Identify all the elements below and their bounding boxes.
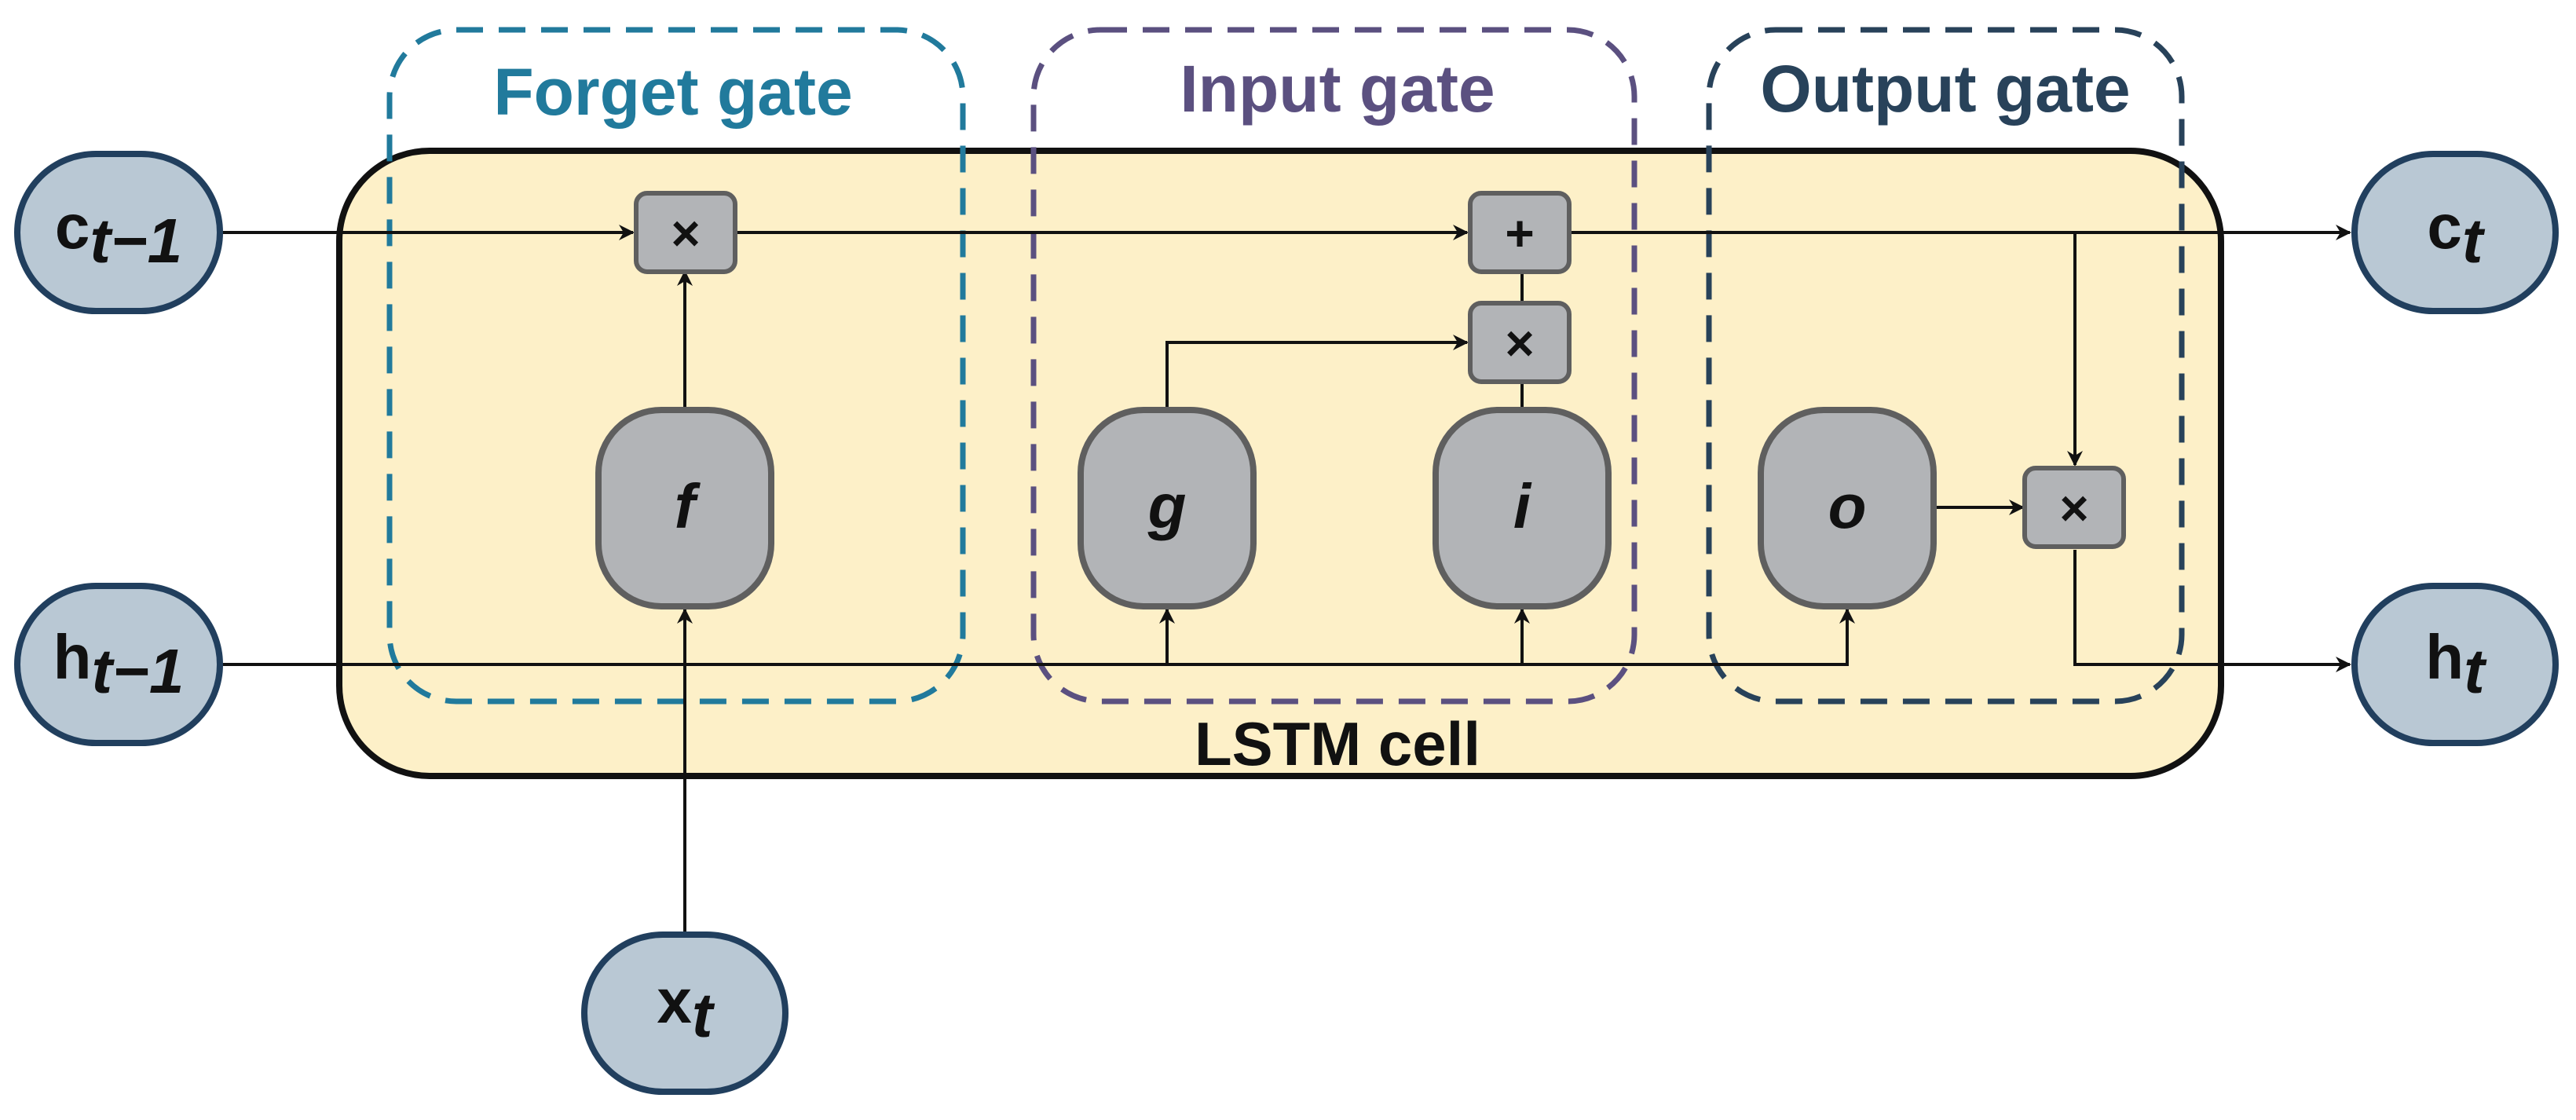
- input-gate-region: [1030, 27, 1637, 705]
- forget-multiply-op: ×: [634, 191, 737, 274]
- svg-text:ht: ht: [2425, 622, 2487, 706]
- add-op: +: [1468, 191, 1572, 274]
- output-gate-title: Output gate: [1760, 52, 2130, 126]
- svg-text:×: ×: [671, 205, 700, 262]
- lstm-cell-label: LSTM cell: [1195, 709, 1480, 778]
- wire-g-to-input-multiply: [1165, 335, 1469, 407]
- f-node: f: [595, 407, 774, 609]
- svg-text:+: +: [1505, 205, 1534, 262]
- i-node: i: [1433, 407, 1612, 609]
- svg-text:i: i: [1513, 471, 1532, 541]
- input-gate-title: Input gate: [1180, 52, 1495, 126]
- lstm-cell-box: [336, 148, 2224, 779]
- c-prev-node: ct−1: [14, 151, 223, 314]
- x-node: xt: [581, 932, 789, 1095]
- svg-text:o: o: [1828, 471, 1867, 541]
- svg-text:xt: xt: [657, 966, 715, 1050]
- input-multiply-op: ×: [1468, 301, 1572, 384]
- svg-text:g: g: [1147, 471, 1187, 541]
- h-node: ht: [2351, 583, 2559, 746]
- forget-gate-region: [386, 27, 966, 705]
- output-multiply-op: ×: [2022, 466, 2126, 549]
- svg-text:ht−1: ht−1: [53, 622, 185, 706]
- svg-text:ct−1: ct−1: [55, 192, 182, 276]
- connections: [221, 225, 2351, 933]
- svg-text:×: ×: [2059, 480, 2088, 536]
- wire-hprev-to-o: [221, 608, 1855, 666]
- c-node: ct: [2351, 151, 2559, 314]
- forget-gate-title: Forget gate: [493, 55, 852, 129]
- g-node: g: [1078, 407, 1257, 609]
- svg-text:ct: ct: [2427, 192, 2486, 276]
- o-node: o: [1758, 407, 1937, 609]
- svg-text:×: ×: [1505, 315, 1534, 372]
- output-gate-region: [1706, 27, 2185, 705]
- h-prev-node: ht−1: [14, 583, 223, 746]
- wire-output-multiply-to-h: [2073, 550, 2351, 672]
